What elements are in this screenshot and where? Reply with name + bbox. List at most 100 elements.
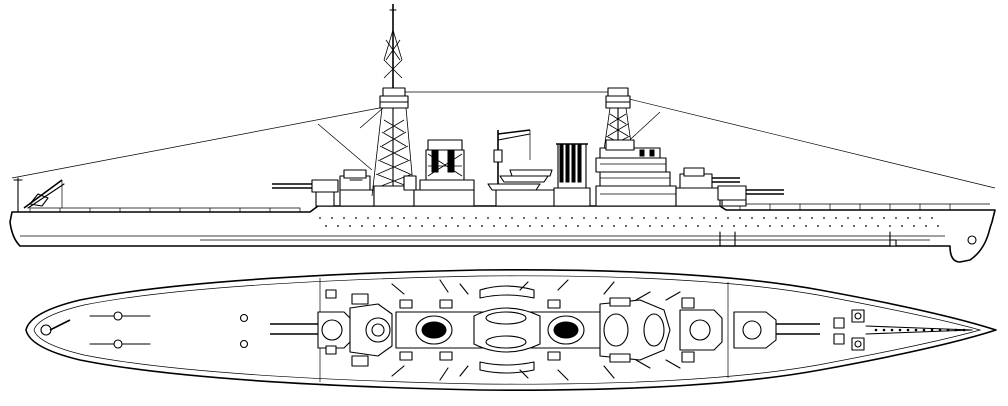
secondary-guns bbox=[391, 279, 681, 381]
porthole bbox=[391, 217, 393, 219]
porthole bbox=[811, 217, 813, 219]
rigging bbox=[11, 91, 996, 189]
porthole bbox=[739, 217, 741, 219]
porthole bbox=[403, 217, 405, 219]
porthole bbox=[385, 225, 387, 227]
porthole bbox=[667, 217, 669, 219]
chain-link bbox=[922, 328, 926, 332]
chain-link bbox=[906, 328, 910, 332]
porthole bbox=[889, 225, 891, 227]
porthole bbox=[589, 225, 591, 227]
porthole bbox=[655, 217, 657, 219]
porthole bbox=[349, 225, 351, 227]
porthole bbox=[541, 225, 543, 227]
porthole bbox=[397, 225, 399, 227]
porthole bbox=[607, 217, 609, 219]
porthole bbox=[451, 217, 453, 219]
porthole bbox=[637, 225, 639, 227]
chain-link bbox=[914, 328, 918, 332]
boat-crane-aft bbox=[493, 129, 531, 190]
porthole bbox=[463, 217, 465, 219]
porthole bbox=[499, 217, 501, 219]
porthole bbox=[877, 225, 879, 227]
porthole bbox=[379, 217, 381, 219]
porthole bbox=[883, 217, 885, 219]
porthole bbox=[919, 217, 921, 219]
porthole bbox=[793, 225, 795, 227]
aft-tripod-mast bbox=[371, 4, 415, 197]
chain-link bbox=[882, 328, 886, 332]
porthole bbox=[835, 217, 837, 219]
bridge bbox=[595, 139, 677, 207]
porthole bbox=[907, 217, 909, 219]
porthole bbox=[523, 217, 525, 219]
aft-turret-superfiring bbox=[339, 169, 375, 207]
porthole bbox=[367, 217, 369, 219]
porthole bbox=[727, 217, 729, 219]
porthole bbox=[529, 225, 531, 227]
porthole bbox=[625, 225, 627, 227]
porthole bbox=[409, 225, 411, 227]
porthole bbox=[337, 225, 339, 227]
bridge-plan bbox=[599, 297, 671, 363]
porthole bbox=[649, 225, 651, 227]
bow-fittings bbox=[833, 309, 973, 351]
porthole bbox=[439, 217, 441, 219]
porthole bbox=[565, 225, 567, 227]
porthole bbox=[733, 225, 735, 227]
porthole bbox=[745, 225, 747, 227]
porthole bbox=[937, 225, 939, 227]
porthole bbox=[445, 225, 447, 227]
porthole bbox=[487, 217, 489, 219]
porthole bbox=[619, 217, 621, 219]
porthole bbox=[373, 225, 375, 227]
porthole bbox=[595, 217, 597, 219]
funnel bbox=[553, 143, 591, 207]
chain-link bbox=[874, 328, 878, 332]
chain-link bbox=[962, 328, 966, 332]
porthole bbox=[787, 217, 789, 219]
porthole bbox=[679, 217, 681, 219]
porthole bbox=[583, 217, 585, 219]
porthole bbox=[703, 217, 705, 219]
porthole bbox=[469, 225, 471, 227]
stern-crane bbox=[13, 177, 65, 213]
forward-turret-superfiring bbox=[675, 167, 740, 207]
chain-link bbox=[930, 328, 934, 332]
porthole bbox=[421, 225, 423, 227]
porthole bbox=[415, 217, 417, 219]
aft-turret-plan bbox=[270, 289, 353, 355]
chain-link bbox=[890, 328, 894, 332]
porthole bbox=[601, 225, 603, 227]
stern-fittings bbox=[40, 311, 249, 349]
porthole bbox=[493, 225, 495, 227]
porthole bbox=[517, 225, 519, 227]
chain-link bbox=[938, 328, 942, 332]
porthole bbox=[355, 217, 357, 219]
chain-link bbox=[898, 328, 902, 332]
porthole bbox=[505, 225, 507, 227]
porthole bbox=[535, 217, 537, 219]
porthole bbox=[781, 225, 783, 227]
porthole bbox=[553, 225, 555, 227]
porthole bbox=[697, 225, 699, 227]
porthole bbox=[895, 217, 897, 219]
forward-turret-low bbox=[717, 185, 784, 207]
porthole bbox=[631, 217, 633, 219]
porthole bbox=[871, 217, 873, 219]
forward-turret-superfiring-plan bbox=[679, 297, 723, 363]
porthole bbox=[829, 225, 831, 227]
porthole bbox=[457, 225, 459, 227]
aft-superstructure bbox=[373, 175, 475, 207]
aft-superfiring-plan bbox=[349, 293, 393, 367]
porthole bbox=[427, 217, 429, 219]
porthole bbox=[559, 217, 561, 219]
porthole bbox=[661, 225, 663, 227]
porthole bbox=[691, 217, 693, 219]
chain-link bbox=[954, 328, 958, 332]
porthole bbox=[805, 225, 807, 227]
portholes bbox=[319, 217, 939, 227]
porthole bbox=[325, 225, 327, 227]
porthole bbox=[865, 225, 867, 227]
